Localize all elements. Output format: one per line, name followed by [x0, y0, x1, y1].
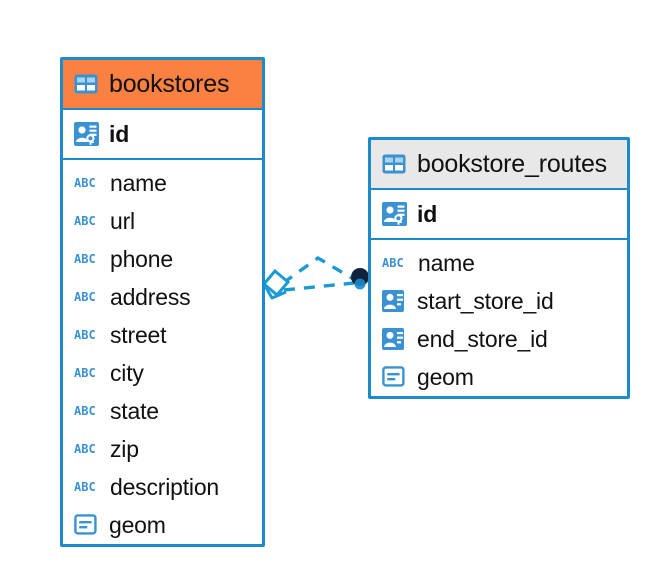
field-label-geom: geom [109, 511, 166, 538]
relationship-line-lower [283, 281, 355, 292]
field-label-state: state [110, 397, 159, 424]
primary-key-icon [382, 202, 407, 226]
entity-bookstores-header[interactable]: bookstores [63, 60, 262, 110]
relationship-line-upper [282, 255, 356, 285]
geometry-icon [74, 514, 97, 535]
field-row-phone[interactable]: ABC phone [63, 240, 262, 278]
field-label-description: description [110, 473, 220, 500]
abc-text-icon: ABC [74, 252, 96, 266]
entity-bookstores[interactable]: bookstores id ABC [60, 57, 265, 547]
field-label-zip: zip [110, 435, 139, 462]
table-grid-icon [74, 74, 98, 94]
field-row-zip[interactable]: ABC zip [63, 430, 262, 468]
field-row-description[interactable]: ABC description [63, 468, 262, 506]
field-row-address[interactable]: ABC address [63, 278, 262, 316]
field-row-name[interactable]: ABC name [371, 244, 627, 282]
entity-bookstore-routes-header[interactable]: bookstore_routes [371, 140, 627, 190]
filled-circle-endpoint-icon [351, 268, 369, 286]
field-label-url: url [110, 207, 135, 234]
field-row-geom[interactable]: geom [371, 358, 627, 396]
primary-key-icon [74, 122, 99, 146]
abc-text-icon: ABC [74, 404, 96, 418]
abc-text-icon: ABC [74, 328, 96, 342]
field-row-geom[interactable]: geom [63, 506, 262, 544]
abc-text-icon: ABC [74, 480, 96, 494]
entity-bookstores-pk-section: id [63, 110, 262, 160]
table-grid-icon [382, 154, 406, 174]
field-row-id[interactable]: id [371, 190, 627, 238]
field-label-start-store-id: start_store_id [417, 287, 554, 314]
field-row-city[interactable]: ABC city [63, 354, 262, 392]
entity-bookstore-routes[interactable]: bookstore_routes id ABC [368, 137, 630, 399]
field-label-name: name [110, 169, 167, 196]
field-label-address: address [110, 283, 191, 310]
field-label-city: city [110, 359, 144, 386]
field-row-name[interactable]: ABC name [63, 164, 262, 202]
abc-text-icon: ABC [74, 214, 96, 228]
field-label-name: name [418, 249, 475, 276]
abc-text-icon: ABC [74, 290, 96, 304]
geometry-icon [382, 366, 405, 387]
crows-foot-diamond-icon [261, 268, 291, 300]
foreign-key-icon [382, 328, 404, 350]
field-row-end-store-id[interactable]: end_store_id [371, 320, 627, 358]
field-row-state[interactable]: ABC state [63, 392, 262, 430]
field-label-street: street [110, 321, 167, 348]
field-label-phone: phone [110, 245, 173, 272]
entity-bookstore-routes-title: bookstore_routes [417, 149, 607, 178]
abc-text-icon: ABC [74, 176, 96, 190]
entity-bookstore-routes-pk-section: id [371, 190, 627, 240]
field-label-id: id [109, 120, 130, 147]
foreign-key-icon [382, 290, 404, 312]
abc-text-icon: ABC [382, 256, 404, 270]
entity-bookstores-title: bookstores [109, 69, 230, 98]
field-row-id[interactable]: id [63, 110, 262, 158]
entity-bookstore-routes-field-section: ABC name start_store_id [371, 240, 627, 396]
field-row-street[interactable]: ABC street [63, 316, 262, 354]
abc-text-icon: ABC [74, 366, 96, 380]
abc-text-icon: ABC [74, 442, 96, 456]
entity-bookstores-field-section: ABC name ABC url ABC phone ABC address A… [63, 160, 262, 544]
field-label-geom: geom [417, 363, 474, 390]
field-label-id: id [417, 200, 438, 227]
field-label-end-store-id: end_store_id [417, 325, 548, 352]
field-row-url[interactable]: ABC url [63, 202, 262, 240]
endpoint-glow [354, 278, 366, 290]
field-row-start-store-id[interactable]: start_store_id [371, 282, 627, 320]
